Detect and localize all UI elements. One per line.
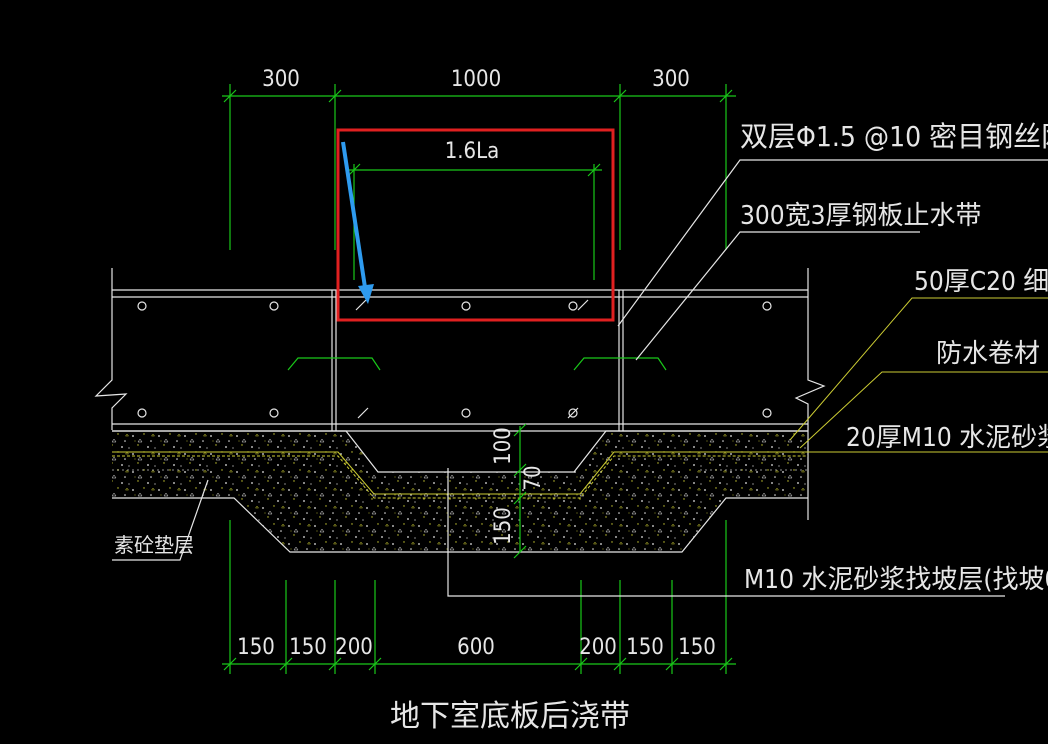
bottom-dimension-group: 150 150 200 600 200 150 150 [222,520,736,674]
callout-slope: M10 水泥砂浆找坡层(找坡0.3%) [744,565,1048,595]
callout-leveling: 20厚M10 水泥砂浆找平层 [846,423,1048,453]
top-dim-center: 1000 [451,67,501,92]
vdim-150: 150 [491,507,516,545]
highlight-box [336,128,615,322]
callouts: 双层Φ1.5 @10 密目钢丝网 300宽3厚钢板止水带 50厚C20 细石砼 … [112,120,1048,597]
callout-membrane: 防水卷材 [936,339,1040,369]
top-dim-right: 300 [652,67,690,92]
cushion-layers [112,430,808,553]
callout-wire-mesh: 双层Φ1.5 @10 密目钢丝网 [740,120,1048,153]
vertical-dimensions: 100 70 150 [491,423,546,559]
bottom-dim-3: 200 [335,635,373,660]
bottom-dim-4: 600 [457,635,495,660]
callout-steel-stop: 300宽3厚钢板止水带 [740,201,982,231]
top-dimension-group: 300 1000 300 [222,67,736,250]
top-dim-left: 300 [262,67,300,92]
pointer-arrow [341,141,374,304]
vdim-70: 70 [521,465,546,490]
callout-concrete: 50厚C20 细石砼 [914,267,1048,297]
steel-water-stop-right [573,357,667,371]
bottom-dim-2: 150 [289,635,327,660]
rebar-dots [137,301,772,418]
lap-length-dimension: 1.6La [346,139,602,280]
callout-cushion: 素砼垫层 [114,533,194,557]
drawing-title: 地下室底板后浇带 [390,699,630,734]
steel-water-stop-left [287,357,381,371]
bottom-dim-1: 150 [237,635,275,660]
vdim-100: 100 [491,427,516,465]
cushion-fill [112,431,808,552]
bottom-dim-6: 150 [626,635,664,660]
bottom-dim-7: 150 [678,635,716,660]
lap-length-label: 1.6La [445,139,500,164]
bottom-dim-5: 200 [579,635,617,660]
